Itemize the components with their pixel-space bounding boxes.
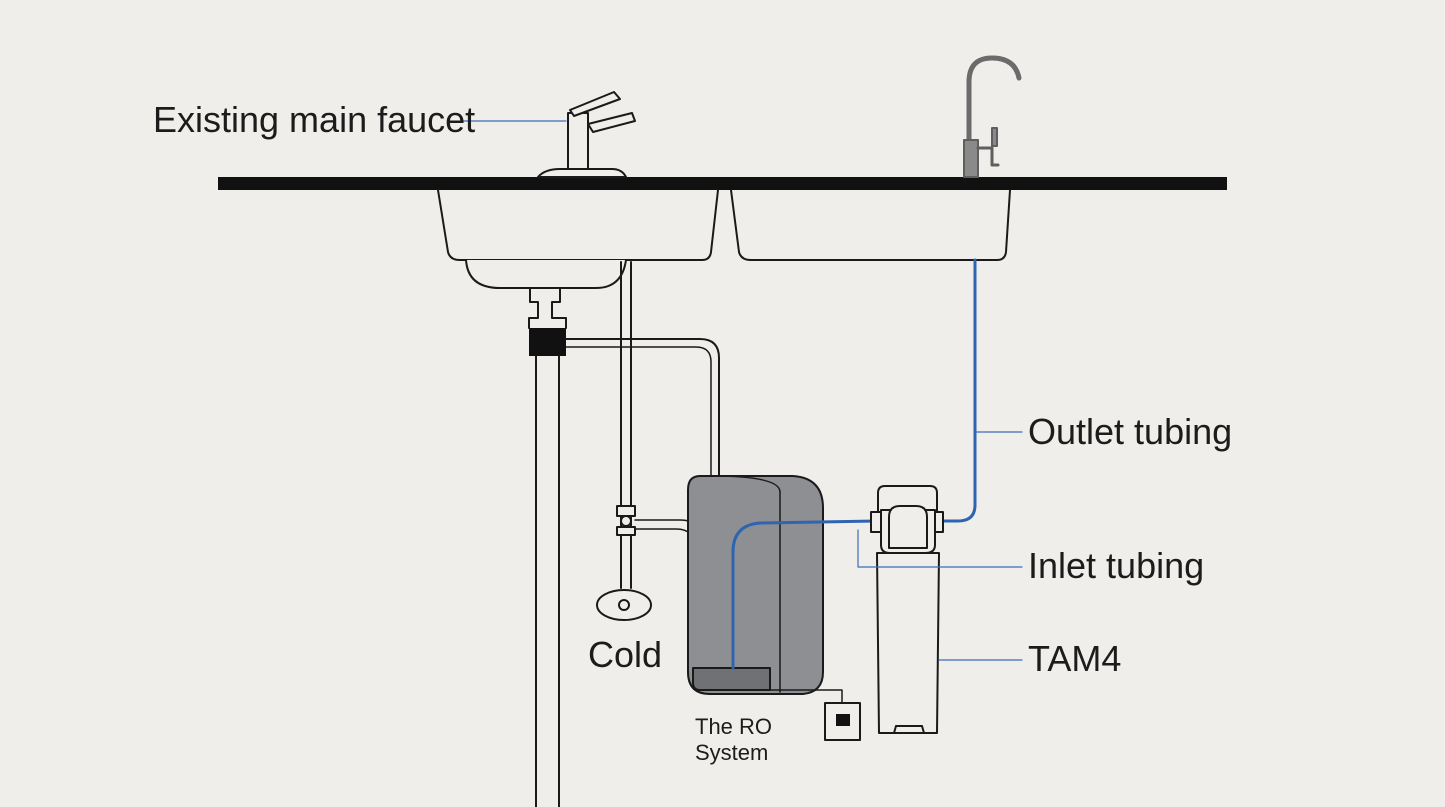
left-sink-basin	[437, 189, 719, 261]
leader-inlet-tubing	[857, 529, 1023, 568]
drain-box-icon	[824, 702, 861, 741]
label-outlet-tubing: Outlet tubing	[1028, 411, 1233, 452]
drain-coupling	[528, 287, 567, 329]
cold-valve-icon	[596, 505, 652, 621]
label-existing-main-faucet: Existing main faucet	[153, 99, 476, 140]
cold-supply-pipe	[620, 261, 632, 589]
right-sink-basin	[730, 189, 1011, 261]
ro-unit-icon	[687, 475, 824, 695]
inlet-tubing-line	[731, 519, 878, 670]
main-faucet-icon	[537, 91, 636, 178]
label-ro-system-line2: System	[695, 740, 769, 765]
drain-saddle-clamp	[529, 328, 566, 356]
drain-pipe	[535, 355, 560, 807]
countertop	[218, 177, 1227, 190]
label-inlet-tubing: Inlet tubing	[1028, 545, 1205, 586]
label-tam4: TAM4	[1028, 638, 1122, 679]
sink-drain-bowl	[465, 259, 627, 289]
ro-faucet-icon	[963, 55, 1022, 178]
label-ro-system-line1: The RO	[695, 714, 773, 739]
outlet-tubing-line	[940, 258, 977, 523]
filter-canister-icon	[870, 485, 944, 734]
drain-line	[565, 338, 720, 669]
ro-to-drain-box-line	[769, 689, 843, 704]
label-cold: Cold	[588, 634, 663, 675]
